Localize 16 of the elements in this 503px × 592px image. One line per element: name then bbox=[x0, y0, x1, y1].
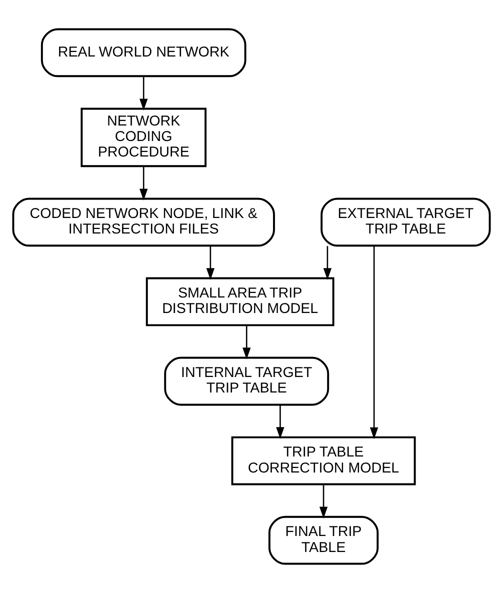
node-box: SMALL AREA TRIP DISTRIBUTION MODEL bbox=[146, 276, 334, 326]
arrow bbox=[140, 166, 148, 200]
arrow bbox=[206, 246, 215, 280]
node-box: EXTERNAL TARGET TRIP TABLE bbox=[320, 197, 491, 246]
node-box: CODED NETWORK NODE, LINK & INTERSECTION FILES bbox=[12, 197, 275, 246]
arrow bbox=[276, 404, 284, 438]
arrow bbox=[319, 484, 328, 518]
arrow bbox=[242, 325, 251, 359]
node-box: FINAL TRIP TABLE bbox=[268, 515, 379, 564]
arrow bbox=[140, 76, 148, 110]
node-box: REAL WORLD NETWORK bbox=[40, 28, 246, 77]
arrow bbox=[323, 246, 332, 280]
node-box: TRIP TABLE CORRECTION MODEL bbox=[231, 436, 416, 485]
arrow bbox=[370, 245, 378, 439]
node-box: INTERNAL TARGET TRIP TABLE bbox=[164, 356, 330, 406]
node-box: NETWORK CODING PROCEDURE bbox=[80, 107, 207, 167]
